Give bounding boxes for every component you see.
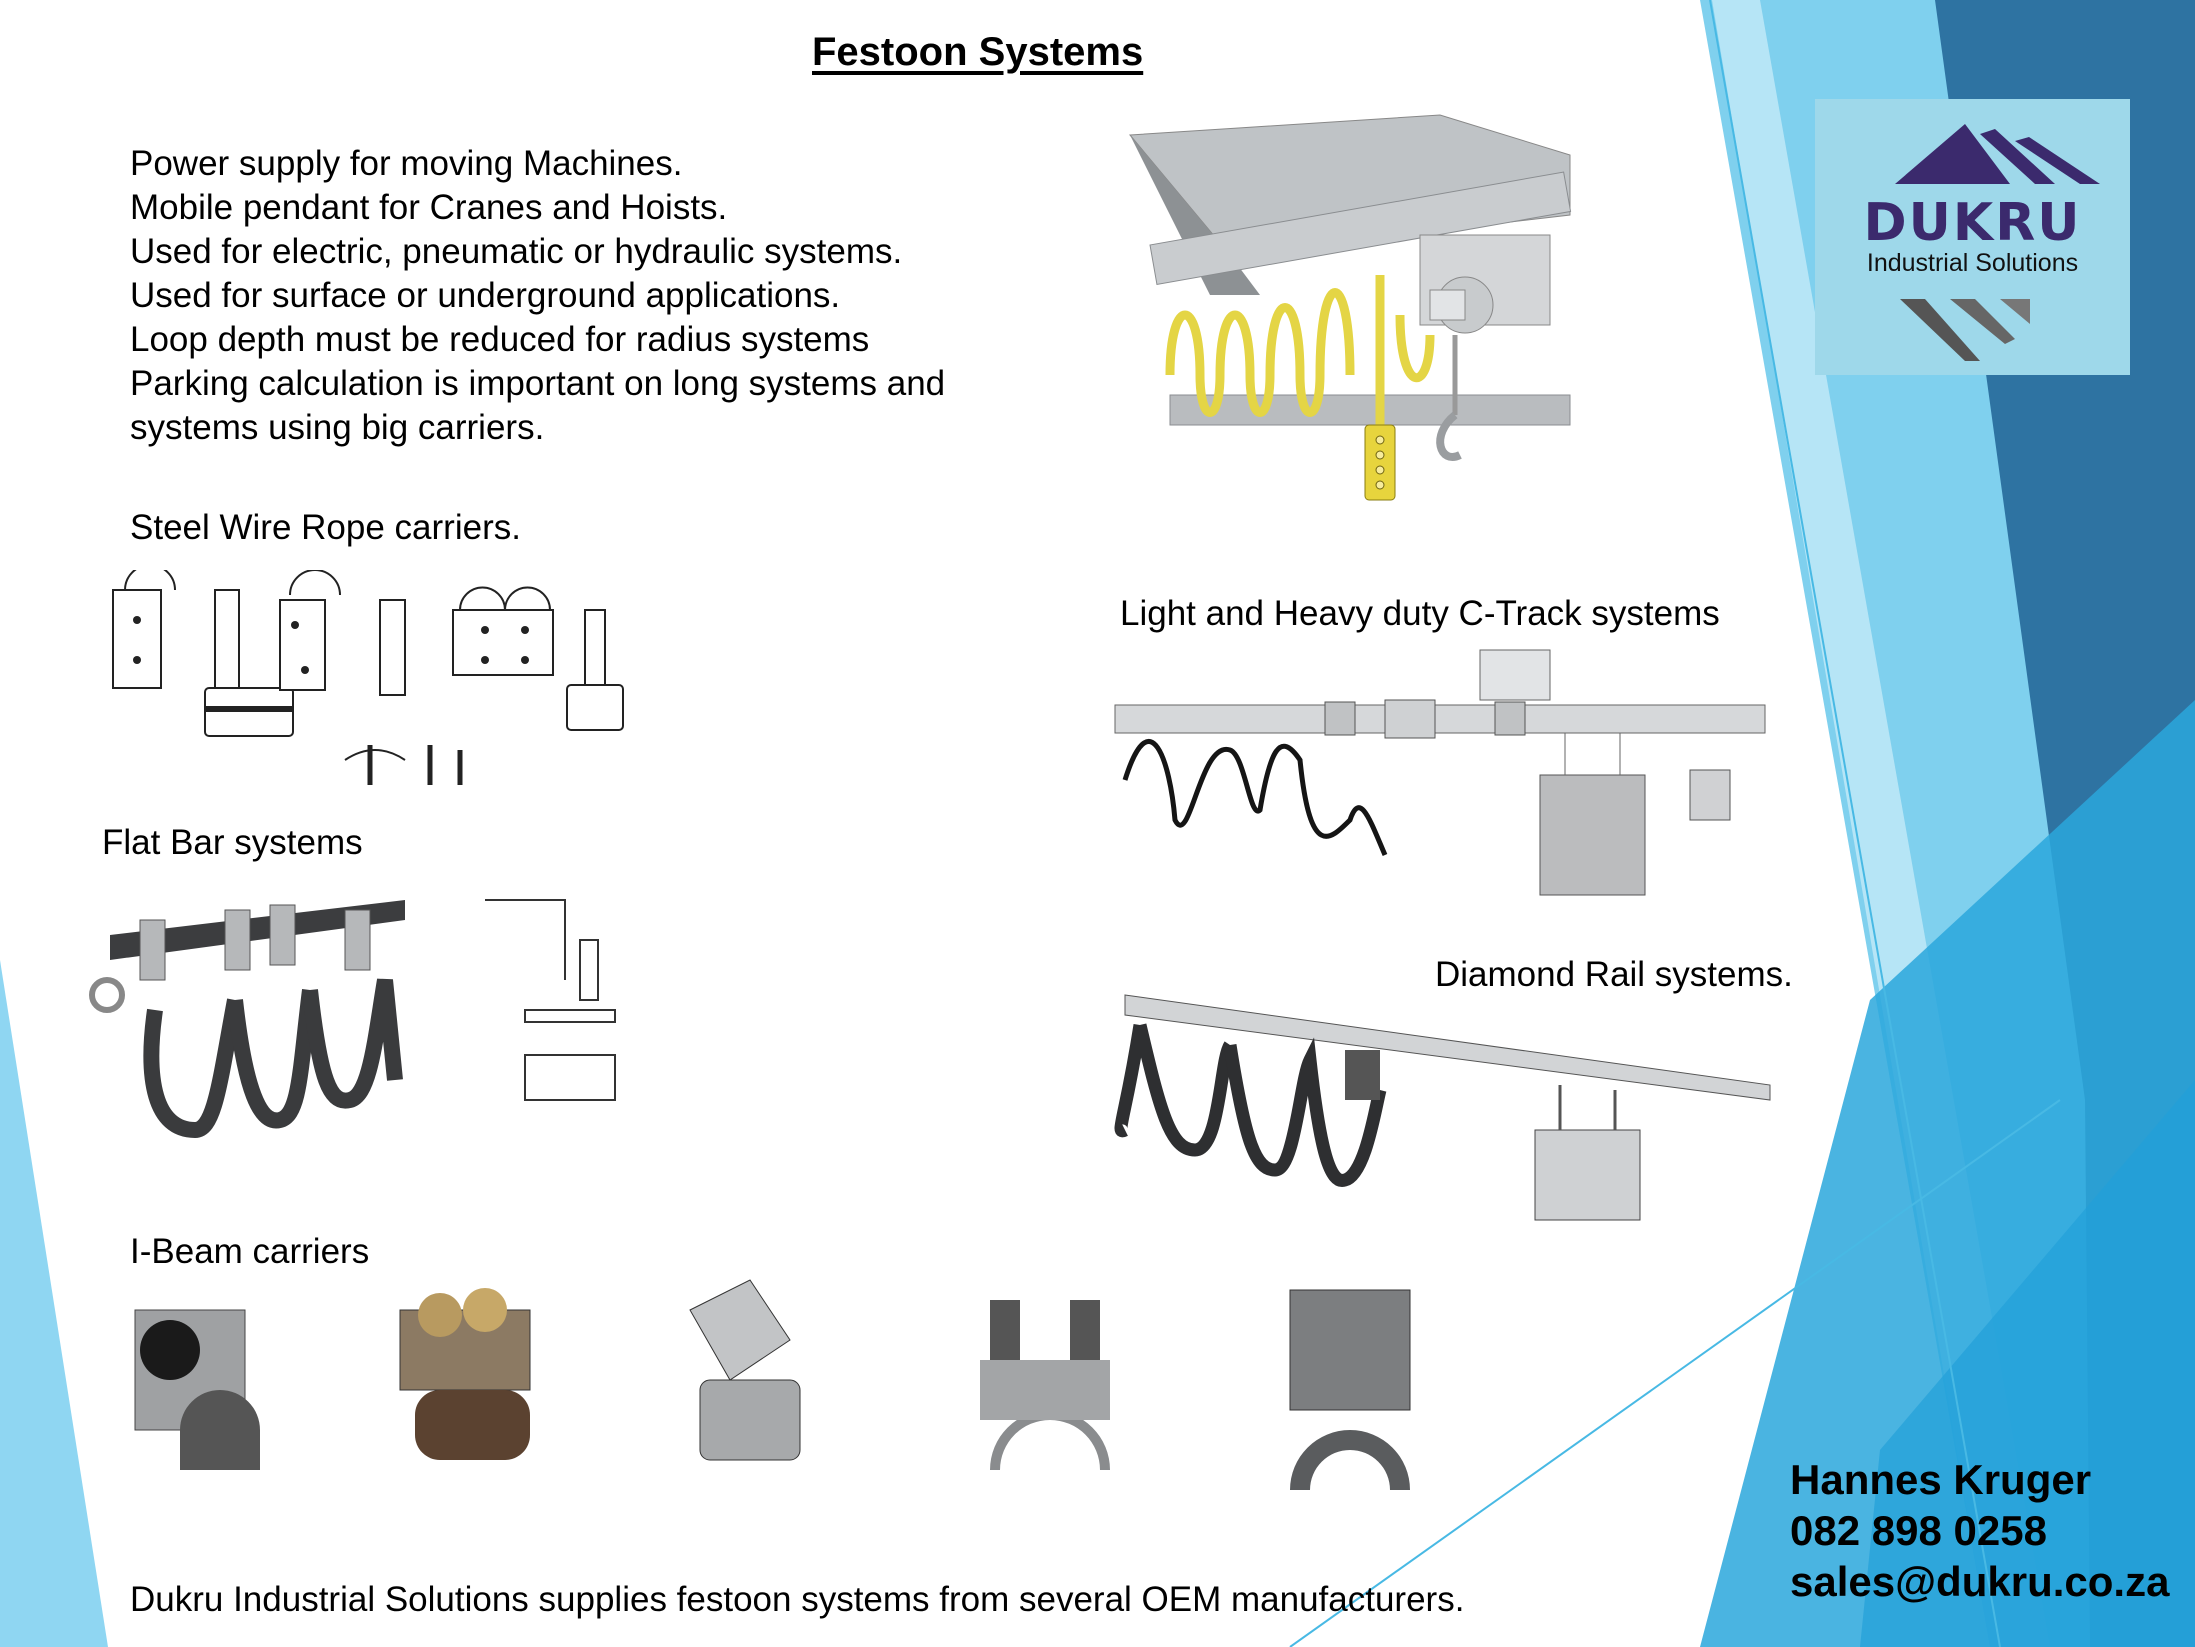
steel-wire-rope-carriers-illustration: [112, 570, 624, 785]
bg-bright-facet: [1860, 1080, 2195, 1647]
crane-festoon-illustration: [1128, 114, 1572, 501]
i-beam-heading: I-Beam carriers: [130, 1232, 370, 1271]
diamond-rail-systems-illustration: [1114, 994, 1771, 1221]
footer-text: Dukru Industrial Solutions supplies fest…: [130, 1580, 1465, 1619]
intro-line: Parking calculation is important on long…: [130, 364, 946, 403]
bg-accent-line: [1709, 0, 2001, 1647]
contact-email[interactable]: sales@dukru.co.za: [1790, 1558, 2170, 1605]
dukru-logo: DUKRU Industrial Solutions: [1815, 99, 2130, 375]
intro-text: Power supply for moving Machines. Mobile…: [130, 142, 945, 450]
flat-bar-heading: Flat Bar systems: [102, 823, 363, 862]
intro-line: systems using big carriers.: [130, 408, 545, 447]
intro-line: Power supply for moving Machines.: [130, 144, 683, 183]
logo-tagline: Industrial Solutions: [1866, 249, 2079, 277]
intro-line: Mobile pendant for Cranes and Hoists.: [130, 188, 728, 227]
intro-line: Used for electric, pneumatic or hydrauli…: [130, 232, 903, 271]
flat-bar-systems-illustration: [89, 899, 616, 1139]
logo-mountain-icon: [1895, 124, 2100, 361]
steel-wire-rope-heading: Steel Wire Rope carriers.: [130, 508, 521, 547]
intro-line: Loop depth must be reduced for radius sy…: [130, 320, 870, 359]
intro-line: Used for surface or underground applicat…: [130, 276, 841, 315]
bg-accent-line-2: [1289, 1099, 2061, 1647]
contact-info: Hannes Kruger 082 898 0258 sales@dukru.c…: [1790, 1454, 2169, 1607]
diamond-rail-heading: Diamond Rail systems.: [1435, 955, 1793, 994]
i-beam-carriers-illustration: [134, 1279, 1411, 1490]
c-track-systems-illustration: [1114, 649, 1766, 896]
page-title: Festoon Systems: [812, 30, 1144, 74]
logo-wordmark: DUKRU: [1863, 193, 2082, 253]
contact-name: Hannes Kruger: [1790, 1456, 2092, 1503]
c-track-heading: Light and Heavy duty C-Track systems: [1120, 594, 1720, 633]
bg-left-wedge: [0, 960, 108, 1647]
contact-phone: 082 898 0258: [1790, 1507, 2047, 1554]
